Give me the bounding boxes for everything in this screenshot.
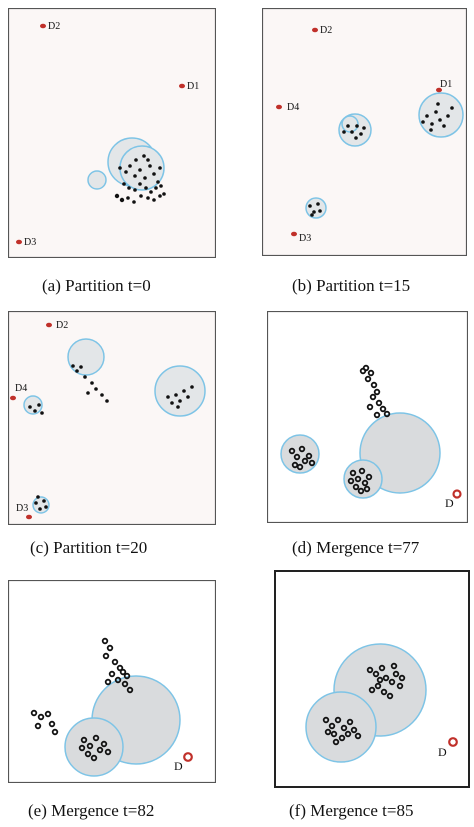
node-group	[28, 364, 194, 511]
svg-text:D4: D4	[287, 102, 299, 113]
node-group	[308, 102, 454, 217]
caption-a: (a) Partition t=0	[42, 276, 151, 295]
cluster-circle	[280, 434, 320, 474]
cluster-circle	[418, 92, 464, 138]
cluster-circle	[87, 170, 107, 190]
caption-b: (b) Partition t=15	[292, 276, 411, 295]
depot-d3: D3	[16, 237, 36, 248]
svg-text:D2: D2	[56, 320, 68, 331]
depot-d2: D2	[46, 320, 68, 331]
panel-e-plot: D	[8, 580, 216, 783]
panel-c: D2 D4 D3	[8, 311, 216, 525]
caption-d: (d) Mergence t=77	[292, 538, 420, 557]
node-group	[30, 637, 134, 762]
node-group	[288, 364, 391, 495]
svg-text:D3: D3	[24, 237, 36, 248]
panel-f: D	[274, 570, 470, 788]
svg-text:D: D	[445, 496, 454, 510]
depot-d: D	[174, 752, 193, 773]
panel-b-plot: D2 D1 D4 D3	[262, 8, 467, 256]
depot-d2: D2	[312, 25, 332, 36]
cluster-circle	[341, 115, 359, 133]
cluster-circle	[67, 338, 105, 376]
cluster-circle	[23, 395, 43, 415]
depot-d4: D4	[276, 102, 299, 113]
svg-text:D3: D3	[16, 503, 28, 514]
caption-c: (c) Partition t=20	[30, 538, 148, 557]
panel-d: D	[267, 311, 468, 523]
caption-f: (f) Mergence t=85	[289, 801, 414, 820]
cluster-circle	[32, 496, 50, 514]
svg-text:D1: D1	[440, 79, 452, 90]
cluster-circle	[154, 365, 206, 417]
depot-d: D	[445, 489, 462, 510]
svg-text:D2: D2	[48, 21, 60, 32]
panel-e: D	[8, 580, 216, 783]
depot-d1: D1	[436, 79, 452, 93]
svg-text:D: D	[174, 759, 183, 773]
panel-c-plot: D2 D4 D3	[8, 311, 216, 525]
depot-d4: D4	[10, 383, 27, 401]
cluster-circle	[64, 717, 124, 777]
depot-d1: D1	[179, 81, 199, 92]
svg-text:D4: D4	[15, 383, 27, 394]
depot-d2: D2	[40, 21, 60, 32]
depot-d3: D3	[291, 231, 311, 244]
depot-d: D	[438, 737, 458, 759]
panel-b: D2 D1 D4 D3	[262, 8, 467, 256]
node-group	[322, 662, 406, 746]
svg-text:D2: D2	[320, 25, 332, 36]
caption-e: (e) Mergence t=82	[28, 801, 155, 820]
panel-a-plot: D2 D1 D3	[8, 8, 216, 258]
depot-d3: D3	[16, 503, 32, 520]
panel-a: D2 D1 D3	[8, 8, 216, 258]
panel-f-plot: D	[274, 570, 470, 788]
node-group	[114, 154, 166, 204]
panel-d-plot: D	[267, 311, 468, 523]
svg-text:D3: D3	[299, 233, 311, 244]
svg-text:D1: D1	[187, 81, 199, 92]
svg-text:D: D	[438, 745, 447, 759]
cluster-circle	[305, 197, 327, 219]
